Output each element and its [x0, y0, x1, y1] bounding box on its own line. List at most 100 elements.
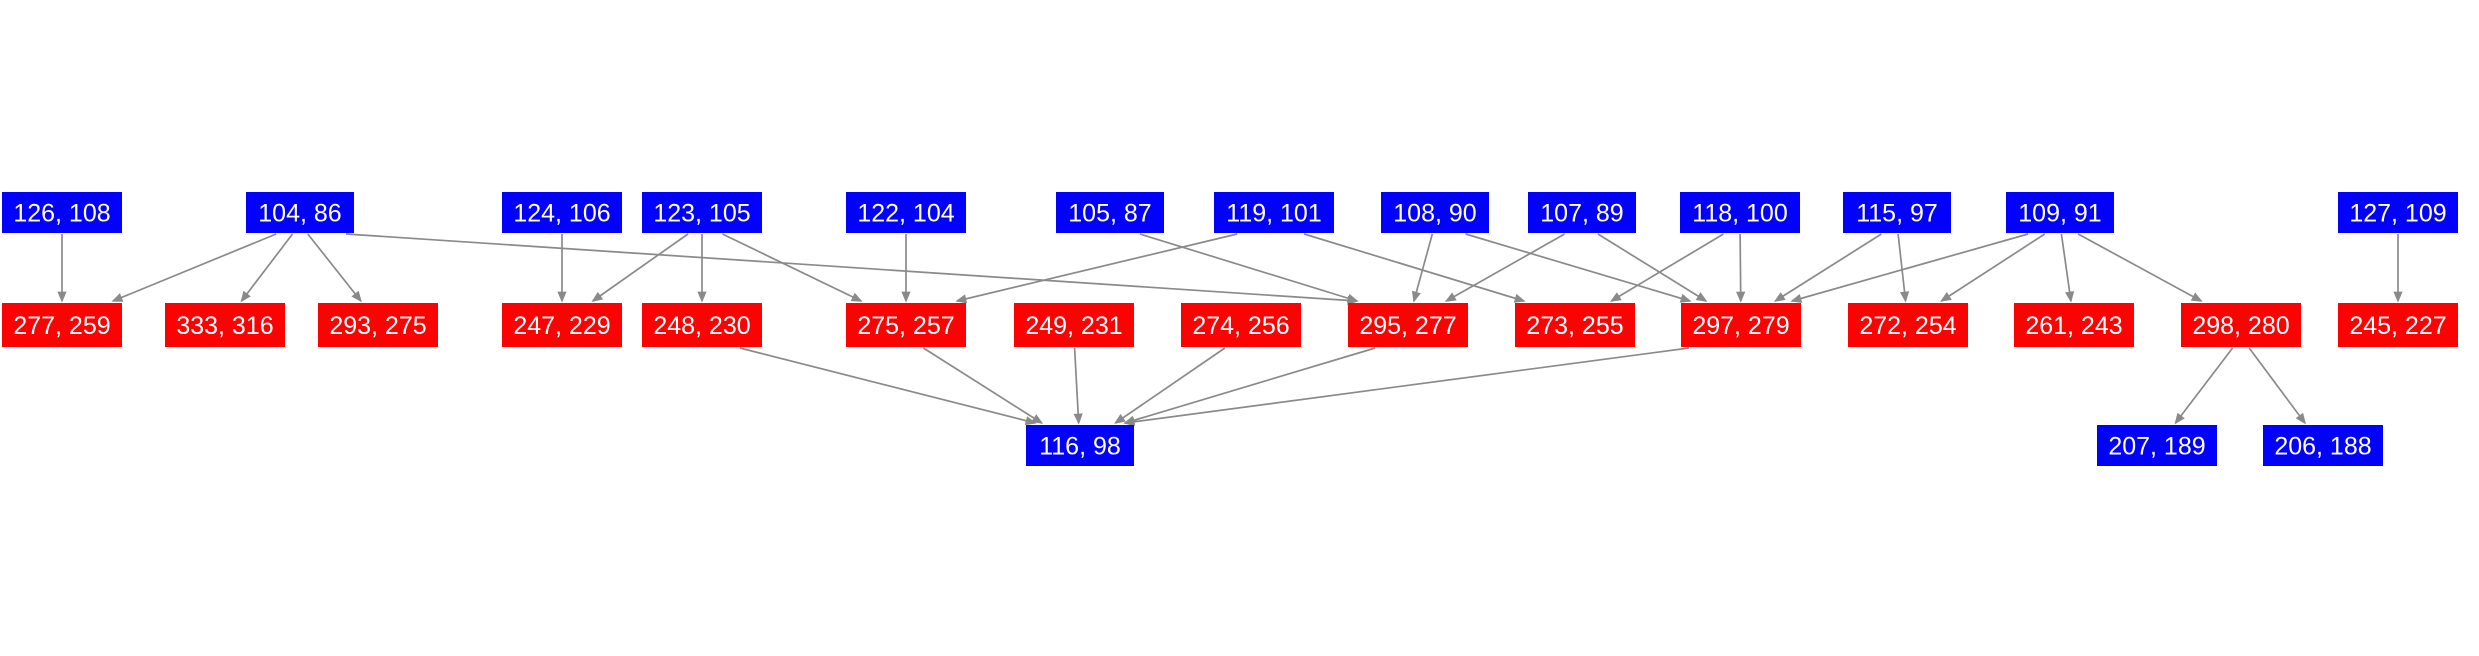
graph-edge [1940, 233, 2046, 302]
graph-edge [1303, 233, 1526, 303]
red-node-box [2181, 303, 2301, 347]
blue-node-box [2338, 192, 2458, 233]
node-label: 109, 91 [2018, 200, 2101, 228]
node-label: 277, 259 [13, 312, 110, 340]
node-label: 104, 86 [258, 200, 341, 228]
graph-edge [1139, 233, 1359, 303]
red-node-box [2, 303, 122, 347]
node-label: 127, 109 [2349, 200, 2446, 228]
node-label: 272, 254 [1859, 312, 1956, 340]
graph-edge [111, 233, 277, 302]
graph-edge [1897, 233, 1910, 303]
node-label: 122, 104 [857, 200, 954, 228]
blue-node-box [2, 192, 122, 233]
blue-node-box [502, 192, 622, 233]
graph-node: 249, 231 [1014, 303, 1134, 347]
blue-node-box [1843, 192, 1951, 233]
node-label: 273, 255 [1526, 312, 1623, 340]
node-label: 108, 90 [1393, 200, 1476, 228]
graph-node: 261, 243 [2014, 303, 2134, 347]
graph-edge [2248, 347, 2306, 425]
blue-node-box [1381, 192, 1489, 233]
node-label: 115, 97 [1856, 200, 1938, 228]
graph-edge [2077, 233, 2203, 302]
graph-edge [1790, 233, 2029, 303]
red-node-box [1014, 303, 1134, 347]
graph-node: 115, 97 [1843, 192, 1951, 233]
graph-edge [739, 347, 1037, 426]
graph-edge [591, 233, 689, 302]
blue-node-box [1528, 192, 1636, 233]
blue-node-box [2006, 192, 2114, 233]
blue-node-box [2097, 425, 2217, 466]
graph-node: 206, 188 [2263, 425, 2383, 466]
graph-edge [1597, 233, 1708, 302]
graph-edge [955, 233, 1238, 304]
graph-node: 118, 100 [1680, 192, 1800, 233]
node-label: 105, 87 [1068, 200, 1151, 228]
graph-node: 108, 90 [1381, 192, 1489, 233]
red-node-box [2014, 303, 2134, 347]
graph-edge [1736, 233, 1746, 303]
node-label: 293, 275 [329, 312, 426, 340]
graph-edge [307, 233, 362, 303]
graph-node: 245, 227 [2338, 303, 2458, 347]
red-node-box [1681, 303, 1801, 347]
red-node-box [1348, 303, 1468, 347]
blue-node-box [1056, 192, 1164, 233]
graph-node: 247, 229 [502, 303, 622, 347]
graph-node: 272, 254 [1848, 303, 1968, 347]
graph-edge [2060, 233, 2075, 303]
graph-node: 109, 91 [2006, 192, 2114, 233]
node-label: 261, 243 [2025, 312, 2122, 340]
graph-edge [722, 233, 863, 302]
graph-edge [922, 347, 1044, 424]
red-node-box [1515, 303, 1635, 347]
node-label: 249, 231 [1025, 312, 1122, 340]
node-label: 247, 229 [513, 312, 610, 340]
red-node-box [165, 303, 285, 347]
graph-edge [1114, 347, 1226, 424]
node-label: 118, 100 [1692, 200, 1787, 228]
node-label: 275, 257 [857, 312, 954, 340]
graph-node: 293, 275 [318, 303, 438, 347]
graph-node: 297, 279 [1681, 303, 1801, 347]
blue-node-box [1680, 192, 1800, 233]
graph-edge [1123, 347, 1376, 425]
graph-node: 207, 189 [2097, 425, 2217, 466]
graph-node: 273, 255 [1515, 303, 1635, 347]
node-label: 207, 189 [2108, 433, 2205, 461]
graph-node: 248, 230 [642, 303, 762, 347]
red-node-box [1181, 303, 1301, 347]
graph-node: 127, 109 [2338, 192, 2458, 233]
graph-node: 126, 108 [2, 192, 122, 233]
node-label: 206, 188 [2274, 433, 2371, 461]
graph-node: 122, 104 [846, 192, 966, 233]
graph-node: 107, 89 [1528, 192, 1636, 233]
graph-node: 274, 256 [1181, 303, 1301, 347]
node-label: 248, 230 [653, 312, 750, 340]
graph-edge [2174, 347, 2234, 425]
red-node-box [1848, 303, 1968, 347]
node-label: 116, 98 [1039, 433, 1121, 461]
blue-node-box [2263, 425, 2383, 466]
node-label: 298, 280 [2192, 312, 2289, 340]
graph-edge [1444, 233, 1566, 302]
blue-node-box [846, 192, 966, 233]
graph-node: 104, 86 [246, 192, 354, 233]
red-node-box [502, 303, 622, 347]
graph-edge [1123, 347, 1690, 427]
node-label: 295, 277 [1359, 312, 1456, 340]
blue-node-box [1214, 192, 1334, 233]
node-label: 119, 101 [1226, 200, 1321, 228]
node-label: 126, 108 [13, 200, 110, 228]
node-label: 245, 227 [2349, 312, 2446, 340]
red-node-box [642, 303, 762, 347]
red-node-box [318, 303, 438, 347]
node-label: 297, 279 [1692, 312, 1789, 340]
blue-node-box [642, 192, 762, 233]
graph-node: 277, 259 [2, 303, 122, 347]
node-label: 124, 106 [513, 200, 610, 228]
